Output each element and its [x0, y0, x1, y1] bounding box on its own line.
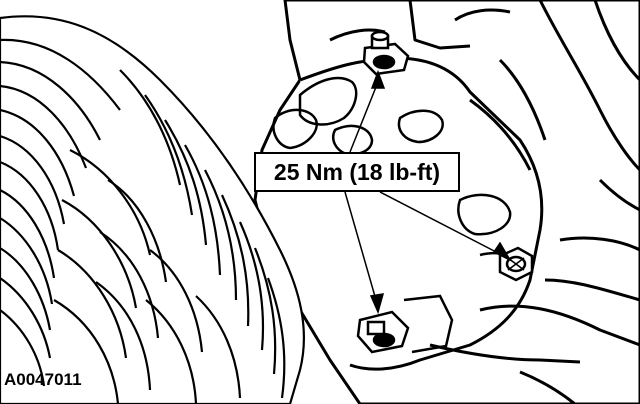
- torque-specification: 25 Nm (18 lb-ft): [273, 158, 441, 185]
- steering-gear-boot: [0, 15, 306, 404]
- top-mounting-bolt: [362, 30, 410, 76]
- torque-callout: 25 Nm (18 lb-ft): [254, 152, 460, 192]
- housing-pockets: [272, 76, 524, 271]
- bottom-mounting-bolt: [356, 294, 454, 354]
- figure-reference-id: A0047011: [4, 370, 82, 389]
- callout-leader-lines: [344, 69, 512, 315]
